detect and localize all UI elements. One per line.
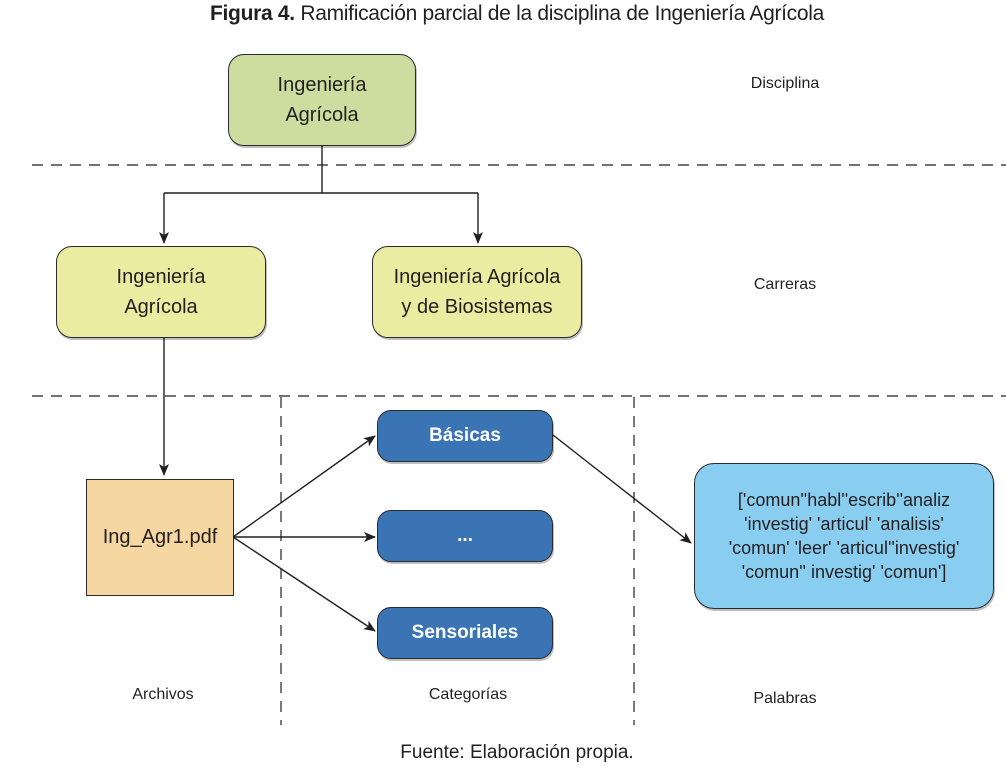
node-discipline-line1: Ingeniería [277, 74, 367, 96]
node-career-ingenieria-agricola: Ingeniería Agrícola [56, 246, 266, 338]
figure-number: Figura 4. [210, 2, 295, 25]
node-career1-line1: Ingeniería [116, 266, 206, 288]
node-category-sensoriales: Sensoriales [377, 607, 553, 659]
node-discipline-ingenieria-agricola: Ingeniería Agrícola [228, 54, 416, 146]
arrow-file-to-sensoriales [232, 536, 376, 632]
node-words-list: ['comun''habl''escrib''analiz 'investig'… [694, 463, 994, 609]
node-file-pdf: Ing_Agr1.pdf [86, 479, 234, 596]
level-label-categorias: Categorías [428, 686, 508, 703]
level-label-palabras: Palabras [753, 690, 817, 707]
node-category-basicas: Básicas [377, 410, 553, 462]
node-category-sensoriales-label: Sensoriales [411, 622, 519, 643]
figure-caption: Ramificación parcial de la disciplina de… [294, 2, 824, 25]
arrow-basicas-to-words [552, 434, 692, 544]
words-line-3: 'comun' 'leer' 'articul''investig' [728, 538, 960, 558]
node-category-basicas-label: Básicas [429, 425, 501, 446]
node-file-label: Ing_Agr1.pdf [102, 526, 218, 548]
words-line-1: ['comun''habl''escrib''analiz [737, 490, 951, 510]
arrow-file-to-basicas [232, 435, 376, 538]
level-label-carreras: Carreras [753, 276, 817, 293]
node-career-ingenieria-agricola-biosistemas: Ingeniería Agrícola y de Biosistemas [372, 246, 582, 338]
node-category-ellipsis: ... [377, 510, 553, 562]
figure-source: Fuente: Elaboración propia. [400, 742, 634, 763]
level-label-archivos: Archivos [132, 686, 194, 703]
node-category-ellipsis-label: ... [457, 525, 473, 546]
node-career1-line2: Agrícola [124, 296, 198, 318]
node-career2-line1: Ingeniería Agrícola [393, 266, 561, 288]
node-career2-line2: y de Biosistemas [401, 296, 553, 318]
words-line-4: 'comun'' investig' 'comun'] [741, 562, 947, 582]
figure-title: Figura 4. Ramificación parcial de la dis… [0, 2, 1006, 26]
level-label-disciplina: Disciplina [750, 75, 820, 92]
words-line-2: 'investig' 'articul' 'analisis' [744, 514, 944, 534]
node-discipline-line2: Agrícola [285, 104, 359, 126]
